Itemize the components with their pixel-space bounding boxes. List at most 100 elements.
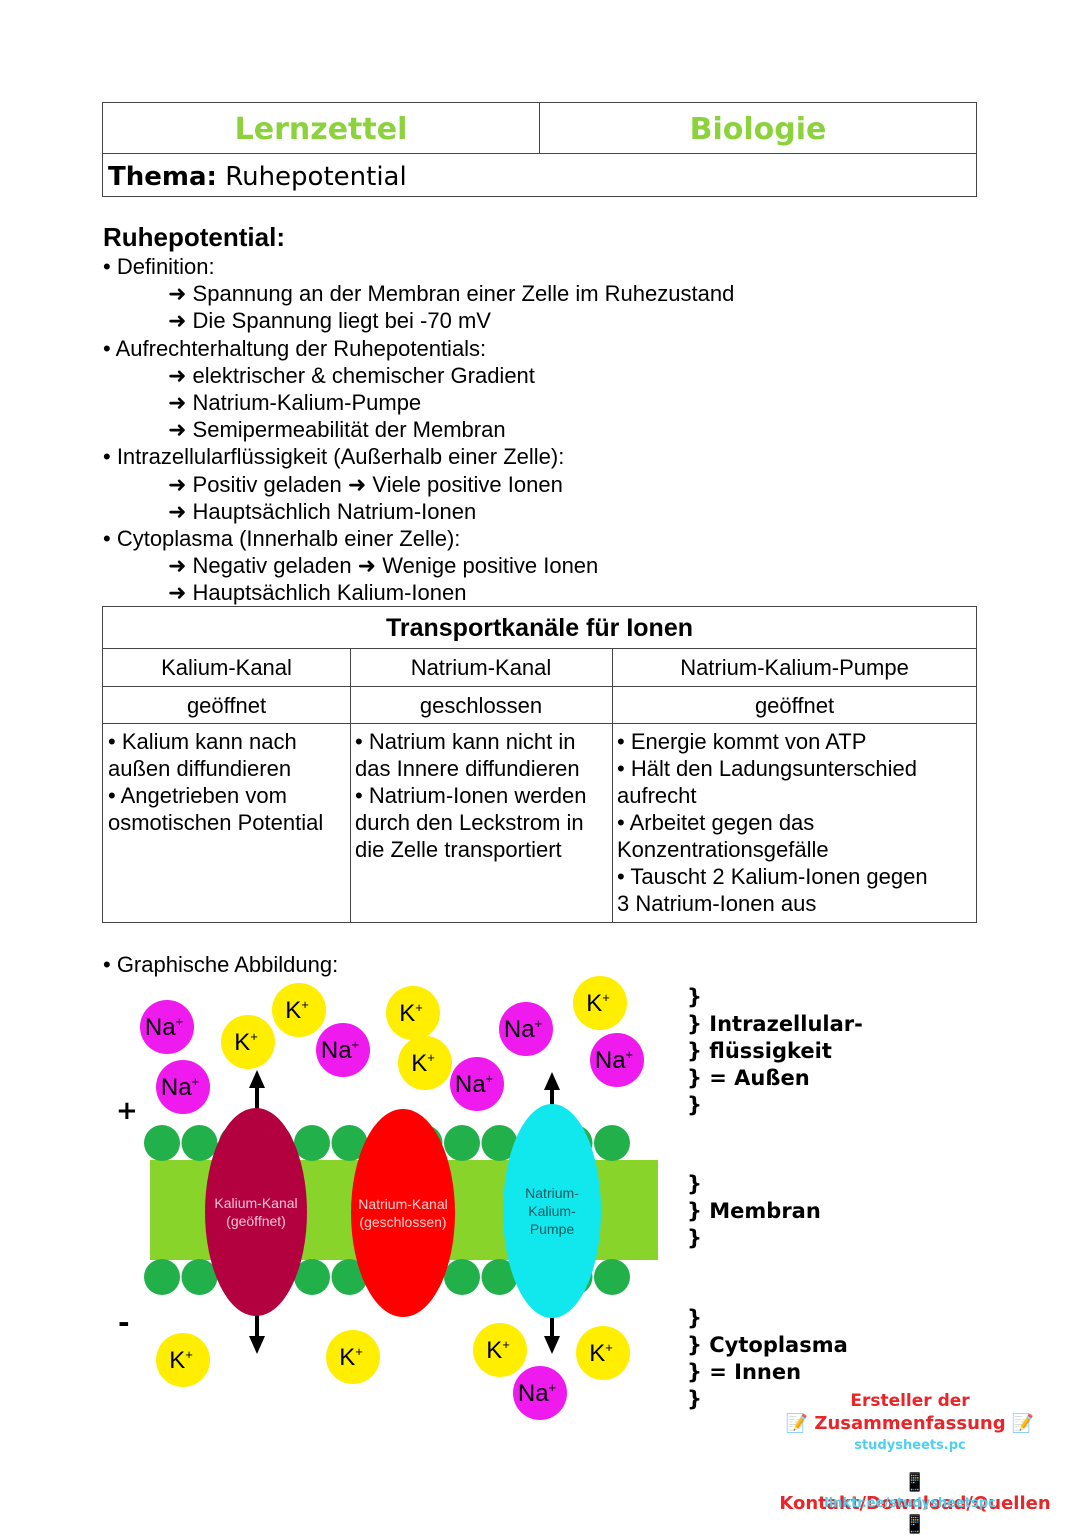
sodium-ion: Na+ [513, 1366, 567, 1420]
transport-table: Transportkanäle für Ionen Kalium-Kanal N… [102, 606, 977, 923]
phospholipid-head-outer [444, 1125, 480, 1161]
kalium-channel-label: Kalium-Kanal(geöffnet) [214, 1195, 297, 1229]
svg-text:Na+: Na+ [595, 1047, 633, 1074]
table-divider [612, 648, 613, 922]
table-divider [350, 648, 351, 922]
plus-sign: + [116, 1096, 138, 1126]
sub-bullet-item: ➜ Spannung an der Membran einer Zelle im… [168, 281, 735, 307]
sodium-ion: Na+ [140, 1000, 194, 1054]
svg-text:K+: K+ [589, 1340, 613, 1367]
sodium-ion: Na+ [156, 1060, 210, 1114]
membrane-label: } } Membran } [687, 1172, 821, 1250]
svg-text:Na+: Na+ [321, 1037, 359, 1064]
svg-text:K+: K+ [586, 990, 610, 1017]
table-title: Transportkanäle für Ionen [385, 614, 693, 642]
table-description-cell: • Natrium kann nicht in das Innere diffu… [355, 729, 587, 862]
ions: Na+ K+ K+ Na+ K+ K+ Na+ Na+ K+ Na+ Na+ K+ K+ K+ K+ Na+ [140, 976, 644, 1420]
sodium-ion: Na+ [450, 1057, 504, 1111]
svg-text:Na+: Na+ [161, 1074, 199, 1101]
phospholipid-head-inner [594, 1259, 630, 1295]
credit-handle: studysheets.pc [854, 1438, 966, 1453]
svg-text:Na+: Na+ [504, 1016, 542, 1043]
phospholipid-head-outer [481, 1125, 518, 1161]
sodium-ion: Na+ [499, 1002, 553, 1056]
svg-text:K+: K+ [486, 1337, 510, 1364]
phospholipid-head-outer [331, 1125, 368, 1161]
credit-summary-label: 📝 Zusammenfassung 📝 [785, 1413, 1035, 1434]
credit-linktree-link[interactable]: linktr.ee/studysheetspc [824, 1496, 996, 1511]
bullet-item: • Definition: [103, 254, 215, 279]
phospholipid-head-inner [144, 1259, 180, 1295]
natrium-channel: Natrium-Kanal(geschlossen) [351, 1109, 455, 1317]
topic-label: Thema: [108, 162, 217, 192]
potassium-ion: K+ [326, 1330, 380, 1384]
sub-bullet-item: ➜ elektrischer & chemischer Gradient [168, 362, 535, 388]
potassium-ion: K+ [573, 976, 627, 1030]
svg-text:Na+: Na+ [145, 1014, 183, 1041]
header-title-row: Lernzettel Biologie [103, 103, 976, 154]
header-table: Lernzettel Biologie Thema: Ruhepotential [102, 102, 977, 197]
svg-text:K+: K+ [411, 1050, 435, 1077]
phospholipid-head-inner [294, 1259, 330, 1295]
table-title-row: Transportkanäle für Ionen [103, 607, 976, 649]
svg-text:K+: K+ [339, 1344, 363, 1371]
potassium-ion: K+ [221, 1015, 275, 1069]
table-state-cell: geschlossen [419, 693, 543, 718]
svg-text:K+: K+ [285, 997, 309, 1024]
table-state-cell: geöffnet [754, 693, 835, 718]
natrium-channel-label: Natrium-Kanal(geschlossen) [358, 1196, 447, 1230]
channels: Kalium-Kanal(geöffnet) Natrium-Kanal(gesc… [205, 1104, 601, 1318]
potassium-ion: K+ [576, 1326, 630, 1380]
sub-bullet-item: ➜ Semipermeabilität der Membran [168, 417, 506, 443]
inside-label: } } Cytoplasma } = Innen } [687, 1306, 848, 1411]
phospholipid-head-inner [181, 1259, 218, 1295]
potassium-ion: K+ [386, 986, 440, 1040]
figure-caption: • Graphische Abbildung: [103, 952, 339, 977]
table-description-cell: • Kalium kann nach außen diffundieren • … [108, 729, 324, 835]
table-header-row: Kalium-Kanal Natrium-Kanal Natrium-Kaliu… [103, 649, 976, 687]
phospholipid-head-inner [444, 1259, 480, 1295]
sub-bullet-item: ➜ Hauptsächlich Kalium-Ionen [168, 580, 467, 606]
sodium-potassium-pump-label: Natrium-Kalium-Pumpe [525, 1185, 579, 1237]
sub-bullet-item: ➜ Negativ geladen ➜ Wenige positive Ione… [168, 553, 599, 579]
table-description-cell: • Energie kommt von ATP • Hält den Ladun… [617, 729, 928, 916]
phospholipid-head-outer [144, 1125, 180, 1161]
credit-author-label: Ersteller der [850, 1391, 970, 1411]
header-subject-title: Biologie [689, 112, 827, 147]
svg-text:K+: K+ [234, 1029, 258, 1056]
phospholipid-head-outer [181, 1125, 218, 1161]
potassium-ion: K+ [272, 983, 326, 1037]
potassium-ion: K+ [398, 1036, 452, 1090]
table-state-row: geöffnet geschlossen geöffnet [103, 687, 976, 724]
phospholipid-head-outer [594, 1125, 630, 1161]
table-col-header: Natrium-Kalium-Pumpe [680, 655, 909, 680]
svg-text:Na+: Na+ [455, 1071, 493, 1098]
table-body-row: • Kalium kann nach außen diffundieren • … [103, 724, 976, 922]
section-title: Ruhepotential: [103, 222, 285, 252]
phospholipid-head-inner [331, 1259, 368, 1295]
sodium-ion: Na+ [316, 1023, 370, 1077]
table-col-header: Natrium-Kanal [410, 655, 552, 680]
sub-bullet-item: ➜ Hauptsächlich Natrium-Ionen [168, 498, 477, 524]
header-left-title: Lernzettel [103, 103, 540, 153]
sub-bullet-item: ➜ Die Spannung liegt bei -70 mV [168, 308, 491, 334]
table-state-cell: geöffnet [186, 693, 267, 718]
sub-bullet-item: ➜ Natrium-Kalium-Pumpe [168, 390, 422, 415]
kalium-channel: Kalium-Kanal(geöffnet) [205, 1108, 307, 1316]
svg-text:K+: K+ [169, 1347, 193, 1374]
topic-value: Ruhepotential [225, 162, 407, 192]
sodium-ion: Na+ [590, 1033, 644, 1087]
phospholipid-head-outer [294, 1125, 330, 1161]
outside-label: } } Intrazellular- } flüssigkeit } = Auß… [687, 985, 863, 1117]
table-col-header: Kalium-Kanal [161, 655, 292, 680]
svg-text:Na+: Na+ [518, 1380, 556, 1407]
phospholipid-head-inner [481, 1259, 518, 1295]
svg-text:K+: K+ [399, 1000, 423, 1027]
bullet-item: • Intrazellularflüssigkeit (Außerhalb ei… [103, 444, 565, 470]
potassium-ion: K+ [473, 1323, 527, 1377]
bullet-item: • Cytoplasma (Innerhalb einer Zelle): [103, 526, 461, 551]
potassium-ion: K+ [156, 1333, 210, 1387]
bullet-item: • Aufrechterhaltung der Ruhepotentials: [103, 335, 487, 361]
sodium-potassium-pump: Natrium-Kalium-Pumpe [503, 1104, 601, 1318]
